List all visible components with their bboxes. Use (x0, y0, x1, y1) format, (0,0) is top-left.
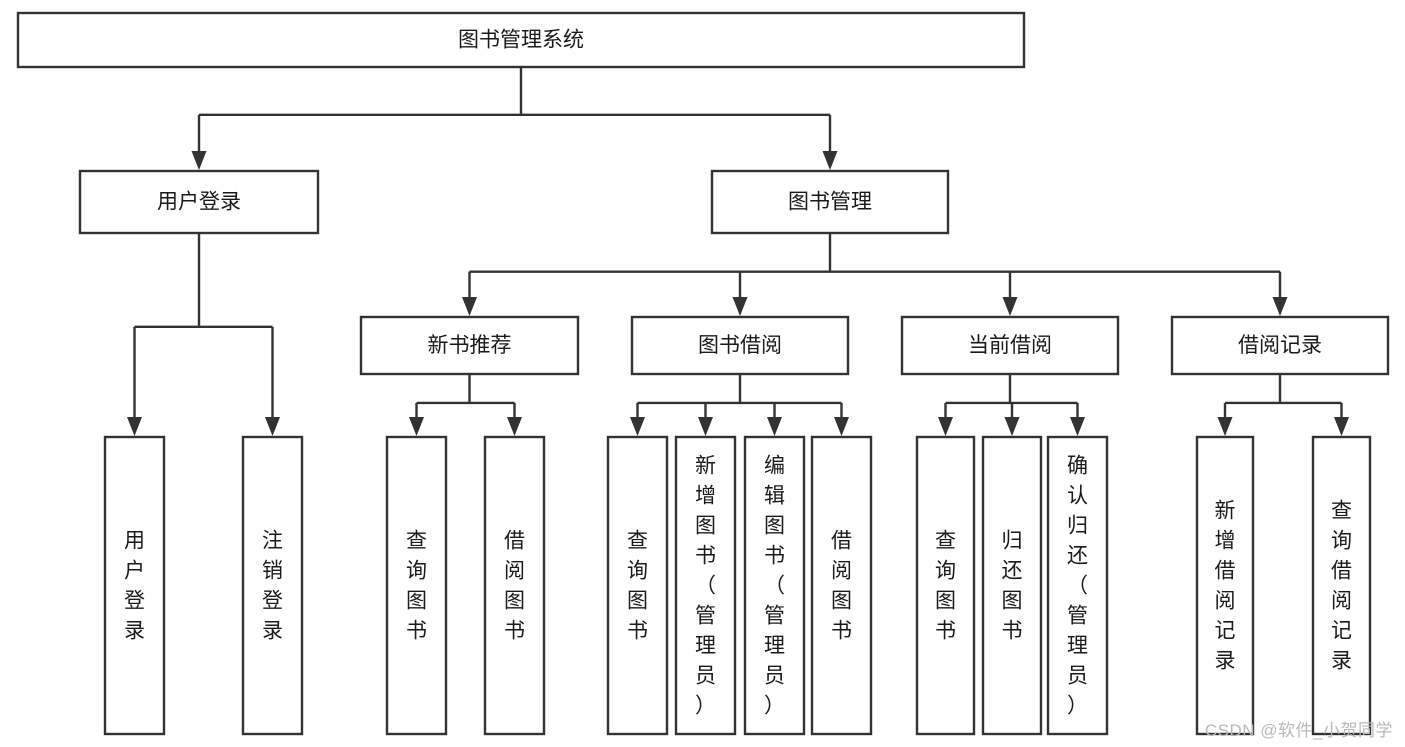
flow-node-leaf-add-book[interactable]: 新增图书（管理员） (674, 435, 737, 736)
node-box-leaf-edit-book (743, 435, 806, 736)
flow-node-leaf-borrow-book-rec[interactable]: 借阅图书 (483, 435, 546, 736)
flow-node-leaf-edit-book[interactable]: 编辑图书（管理员） (743, 435, 806, 736)
node-label-book-manage: 图书管理 (788, 191, 872, 214)
node-box-leaf-logout (241, 435, 304, 736)
node-label-leaf-logout: 注销登录 (262, 530, 283, 643)
flow-node-new-book-rec[interactable]: 新书推荐 (359, 315, 580, 376)
node-box-leaf-query-book-cur (915, 435, 976, 736)
node-label-leaf-user-login: 用户登录 (124, 530, 145, 643)
flow-node-current-borrow[interactable]: 当前借阅 (900, 315, 1120, 376)
flow-node-leaf-add-record[interactable]: 新增借阅记录 (1195, 435, 1255, 736)
node-box-leaf-query-book-borrow (606, 435, 669, 736)
node-label-borrow-record: 借阅记录 (1238, 334, 1322, 357)
node-label-leaf-add-book: 新增图书（管理员） (695, 455, 716, 718)
flow-node-borrow-record[interactable]: 借阅记录 (1170, 315, 1390, 376)
node-box-current-borrow (900, 315, 1120, 376)
node-label-leaf-borrow-book: 借阅图书 (831, 530, 852, 643)
node-box-leaf-return-book (981, 435, 1043, 736)
flow-node-root[interactable]: 图书管理系统 (16, 11, 1026, 69)
node-box-borrow-record (1170, 315, 1390, 376)
node-label-leaf-query-book-rec: 查询图书 (406, 530, 427, 643)
node-box-leaf-add-book (674, 435, 737, 736)
node-box-user-login (78, 169, 320, 235)
node-label-leaf-query-book-cur: 查询图书 (935, 530, 956, 643)
flow-node-leaf-query-book-borrow[interactable]: 查询图书 (606, 435, 669, 736)
node-label-leaf-query-book-borrow: 查询图书 (627, 530, 648, 643)
node-label-leaf-return-book: 归还图书 (1002, 530, 1023, 643)
connectors-layer (127, 67, 1349, 436)
node-label-new-book-rec: 新书推荐 (428, 334, 512, 357)
flow-node-leaf-logout[interactable]: 注销登录 (241, 435, 304, 736)
node-box-leaf-add-record (1195, 435, 1255, 736)
node-label-leaf-confirm-return: 确认归还（管理员） (1067, 455, 1088, 718)
node-box-leaf-user-login (103, 435, 166, 736)
node-label-user-login: 用户登录 (157, 191, 241, 214)
node-box-book-manage (710, 169, 950, 235)
flow-node-leaf-user-login[interactable]: 用户登录 (103, 435, 166, 736)
node-label-leaf-edit-book: 编辑图书（管理员） (764, 455, 785, 718)
node-box-root (16, 11, 1026, 69)
flow-node-leaf-query-record[interactable]: 查询借阅记录 (1311, 435, 1372, 736)
node-label-leaf-add-record: 新增借阅记录 (1215, 500, 1236, 673)
flow-node-leaf-query-book-rec[interactable]: 查询图书 (385, 435, 448, 736)
node-box-leaf-query-book-rec (385, 435, 448, 736)
node-box-leaf-confirm-return (1046, 435, 1109, 736)
node-box-new-book-rec (359, 315, 580, 376)
node-label-root: 图书管理系统 (458, 29, 584, 52)
flow-node-book-borrow[interactable]: 图书借阅 (630, 315, 850, 376)
flow-node-leaf-query-book-cur[interactable]: 查询图书 (915, 435, 976, 736)
csdn-watermark: CSDN @软件_小贺同学 (1204, 721, 1393, 740)
flow-node-user-login[interactable]: 用户登录 (78, 169, 320, 235)
nodes-layer: 图书管理系统用户登录图书管理新书推荐图书借阅当前借阅借阅记录用户登录注销登录查询… (16, 11, 1390, 736)
node-label-leaf-borrow-book-rec: 借阅图书 (504, 530, 525, 643)
flow-node-leaf-return-book[interactable]: 归还图书 (981, 435, 1043, 736)
node-box-leaf-borrow-book-rec (483, 435, 546, 736)
flow-node-leaf-confirm-return[interactable]: 确认归还（管理员） (1046, 435, 1109, 736)
node-label-current-borrow: 当前借阅 (968, 334, 1052, 357)
node-label-book-borrow: 图书借阅 (698, 334, 782, 357)
node-box-book-borrow (630, 315, 850, 376)
flow-node-book-manage[interactable]: 图书管理 (710, 169, 950, 235)
node-label-leaf-query-record: 查询借阅记录 (1331, 500, 1352, 673)
node-box-leaf-query-record (1311, 435, 1372, 736)
node-box-leaf-borrow-book (810, 435, 873, 736)
flow-node-leaf-borrow-book[interactable]: 借阅图书 (810, 435, 873, 736)
